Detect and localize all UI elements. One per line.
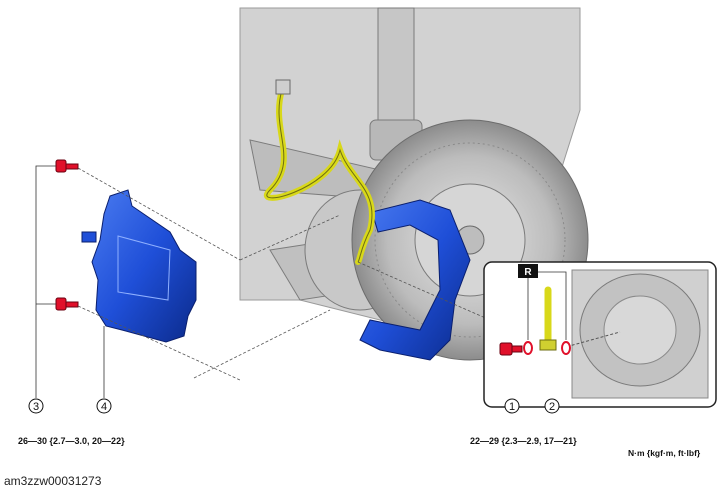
callout-1: 1 [504,398,520,414]
torque-spec-caliper-bolts: 26—30 {2.7—3.0, 20—22} [18,436,125,446]
callout-2: 2 [544,398,560,414]
caliper-bolt-upper [55,159,79,173]
brake-caliper [81,189,197,343]
callout-3-number: 3 [33,401,39,413]
r-badge [518,264,538,278]
torque-spec-union-bolt: 22—29 {2.3—2.9, 17—21} [470,436,577,446]
projection-lines [77,167,491,381]
callout-1-number: 1 [509,401,515,413]
callout-4-number: 4 [101,401,107,413]
figure-id: am3zzw00031273 [4,474,102,488]
callout-4: 4 [96,398,112,414]
callout-3: 3 [28,398,44,414]
inset-detail: R [483,261,717,408]
suspension-scene [239,7,589,361]
torque-units-legend: N·m {kgf·m, ft·lbf} [628,448,701,458]
caliper-bolt-lower [55,297,79,311]
callout-2-number: 2 [549,401,555,413]
r-badge-label: R [524,267,532,278]
